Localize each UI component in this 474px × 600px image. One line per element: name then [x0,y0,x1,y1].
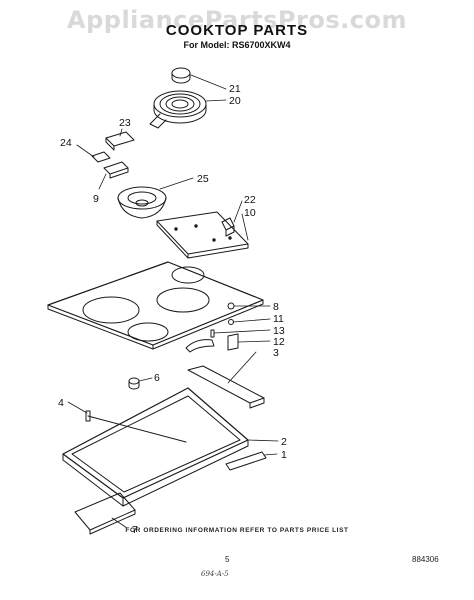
callout-20: 20 [229,95,241,107]
cooktop-main-top [47,261,264,350]
callout-1: 1 [281,449,287,461]
callout-10: 10 [244,207,256,219]
page-number: 5 [225,555,230,564]
part-drip-bowl [117,186,167,219]
callout-8: 8 [273,301,279,313]
callout-25: 25 [197,173,209,185]
callout-2: 2 [281,436,287,448]
callout-3: 3 [273,347,279,359]
callout-24: 24 [60,137,72,149]
callout-12: 12 [273,336,285,348]
handwritten-note: 694-A-5 [201,570,229,578]
callout-4: 4 [58,397,64,409]
page-title: COOKTOP PARTS [165,22,309,39]
part-surface-element [149,90,207,129]
ordering-note: FOR ORDERING INFORMATION REFER TO PARTS … [125,527,349,534]
model-line: For Model: RS6700XKW4 [183,40,291,50]
document-code: 884306 [412,555,439,564]
callout-13: 13 [273,325,285,337]
burner-box [62,387,249,507]
part-knob-cap [171,67,191,84]
callout-23: 23 [119,117,131,129]
callout-11: 11 [273,313,284,325]
callout-21: 21 [229,83,241,95]
leader-lines [67,74,279,529]
part-lower-panel [74,492,136,535]
part-grommet [128,377,140,390]
part-receptacle [91,131,135,179]
callout-22: 22 [244,194,256,206]
part-callouts: 21 20 23 24 9 25 22 10 8 11 13 12 3 6 4 … [58,83,287,536]
callout-7: 7 [132,524,138,536]
part-front-strip [187,365,265,409]
part-bracket [156,211,249,259]
callout-9: 9 [93,193,99,205]
part-screws-clips [185,302,239,353]
watermark: AppliancePartsPros.com [67,6,407,34]
callout-6: 6 [154,372,160,384]
part-rear-strip [225,451,267,471]
